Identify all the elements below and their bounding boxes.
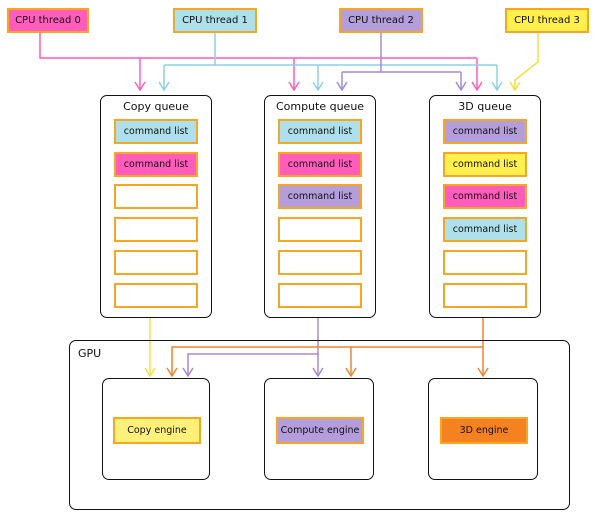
copy-queue: Copy queue: [100, 95, 212, 318]
copy-engine-box: [102, 378, 210, 480]
thread1-connectors: [158, 33, 503, 92]
command-list-slot: command list: [114, 119, 198, 144]
cpu-thread-3: CPU thread 3: [505, 8, 589, 33]
thread2-connectors: [336, 33, 467, 92]
command-list-slot: command list: [278, 152, 362, 177]
command-list-slot: [114, 184, 198, 209]
compute-queue: Compute queue: [264, 95, 376, 318]
command-list-slot: [443, 250, 527, 275]
cpu-thread-1: CPU thread 1: [173, 8, 257, 33]
command-list-slot: [278, 217, 362, 242]
command-list-slot: [114, 250, 198, 275]
command-list-slot: [114, 283, 198, 308]
3d-engine-label: 3D engine: [440, 417, 528, 444]
thread0-connectors: [39, 33, 483, 92]
thread3-connectors: [509, 33, 539, 92]
command-list-slot: command list: [443, 119, 527, 144]
command-list-slot: command list: [278, 119, 362, 144]
command-list-slot: command list: [443, 152, 527, 177]
queue-title: Compute queue: [275, 100, 365, 113]
command-list-slot: command list: [278, 184, 362, 209]
copy-engine-label: Copy engine: [113, 417, 201, 444]
queue-title: Copy queue: [123, 100, 189, 113]
compute-engine-label: Compute engine: [276, 417, 364, 444]
command-list-slot: [443, 283, 527, 308]
command-list-slot: command list: [443, 217, 527, 242]
copy-queue-to-copy-engine: [144, 318, 156, 378]
cpu-thread-0: CPU thread 0: [7, 8, 89, 33]
compute-engine-box: [264, 378, 374, 480]
command-list-slot: command list: [443, 184, 527, 209]
cpu-thread-2: CPU thread 2: [339, 8, 423, 33]
3d-queue-connectors: [166, 318, 489, 378]
queue-title: 3D queue: [458, 100, 512, 113]
3d-queue: 3D queue: [429, 95, 541, 318]
command-list-slot: command list: [114, 152, 198, 177]
command-list-slot: [278, 250, 362, 275]
gpu-box: GPU: [69, 340, 570, 510]
command-list-slot: [278, 283, 362, 308]
3d-engine-box: [428, 378, 538, 480]
gpu-title: GPU: [78, 347, 102, 360]
command-list-slot: [114, 217, 198, 242]
